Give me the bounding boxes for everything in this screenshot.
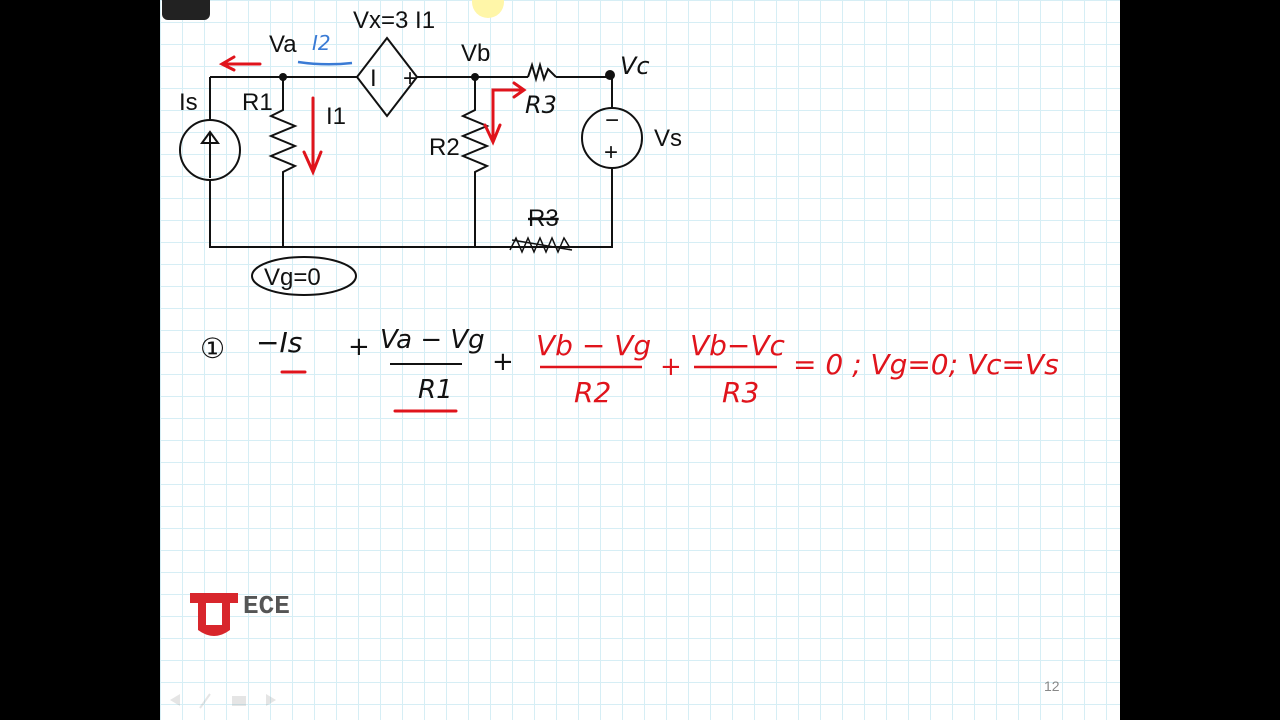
r1-label: R1 <box>242 89 273 116</box>
is-label: Is <box>179 89 198 116</box>
current-source-is <box>179 119 241 181</box>
i2-arrow <box>297 60 353 66</box>
frac1-denominator: R1 <box>418 375 453 405</box>
plus-2: + <box>492 347 514 377</box>
i2-hand-label: I2 <box>312 31 331 55</box>
plus-3: + <box>660 352 682 382</box>
pen-icon[interactable] <box>199 693 211 709</box>
term-minus-is: −Is <box>256 326 302 359</box>
circuit-diagram: I + − + Vx=3 I1 Va Vb Vc Is R1 I1 R2 R3 … <box>170 0 1059 709</box>
i1-red-arrow <box>302 96 323 176</box>
dependent-voltage-source: I + <box>355 36 419 118</box>
r2-label: R2 <box>429 134 460 161</box>
dep-minus-label: I <box>370 65 377 92</box>
pointer-highlight <box>472 0 504 18</box>
node-equation: ① −Is + Va − Vg R1 + Vb − Vg R2 + Vb−Vc … <box>200 325 1059 413</box>
webcam-overlay <box>162 0 210 20</box>
vs-plus-label: + <box>604 139 618 166</box>
node-vc <box>605 70 615 80</box>
r3-struck-label: R3 <box>528 205 559 232</box>
dep-plus-label: + <box>403 65 417 92</box>
vx-label: Vx=3 I1 <box>353 7 435 34</box>
vs-minus-label: − <box>605 107 619 134</box>
vg-ellipse <box>251 256 357 296</box>
red-arrow-left <box>218 55 262 72</box>
frac2-denominator: R2 <box>574 376 611 409</box>
uece-logo: ECE <box>190 591 290 636</box>
vb-red-arrows <box>483 81 527 146</box>
frac3-numerator: Vb−Vc <box>690 329 786 362</box>
node-vb <box>471 73 479 81</box>
vb-label: Vb <box>461 40 490 67</box>
equation-number: ① <box>200 332 225 365</box>
i1-label: I1 <box>326 103 346 130</box>
equation-rhs: = 0 ; Vg=0; Vc=Vs <box>793 348 1059 381</box>
vg-label: Vg=0 <box>264 264 321 291</box>
logo-text: ECE <box>243 591 290 621</box>
slide-nav-controls[interactable] <box>170 693 276 709</box>
plus-1: + <box>348 332 370 362</box>
r3-hand-drawn <box>527 61 557 83</box>
r3-scribbled-out <box>509 236 573 254</box>
node-va <box>279 73 287 81</box>
page-number: 12 <box>1044 678 1060 694</box>
next-slide-icon[interactable] <box>266 694 276 706</box>
va-label: Va <box>269 31 297 58</box>
voltage-source-vs: − + <box>581 107 643 169</box>
frac1-numerator: Va − Vg <box>380 325 485 355</box>
r3-hand-label: R3 <box>525 91 557 119</box>
vc-label: Vc <box>620 52 650 80</box>
vs-label: Vs <box>654 125 682 152</box>
frac3-denominator: R3 <box>722 376 759 409</box>
menu-icon[interactable] <box>232 696 246 706</box>
slide: I + − + Vx=3 I1 Va Vb Vc Is R1 I1 R2 R3 … <box>160 0 1120 720</box>
prev-slide-icon[interactable] <box>170 694 180 706</box>
frac2-numerator: Vb − Vg <box>536 329 651 362</box>
